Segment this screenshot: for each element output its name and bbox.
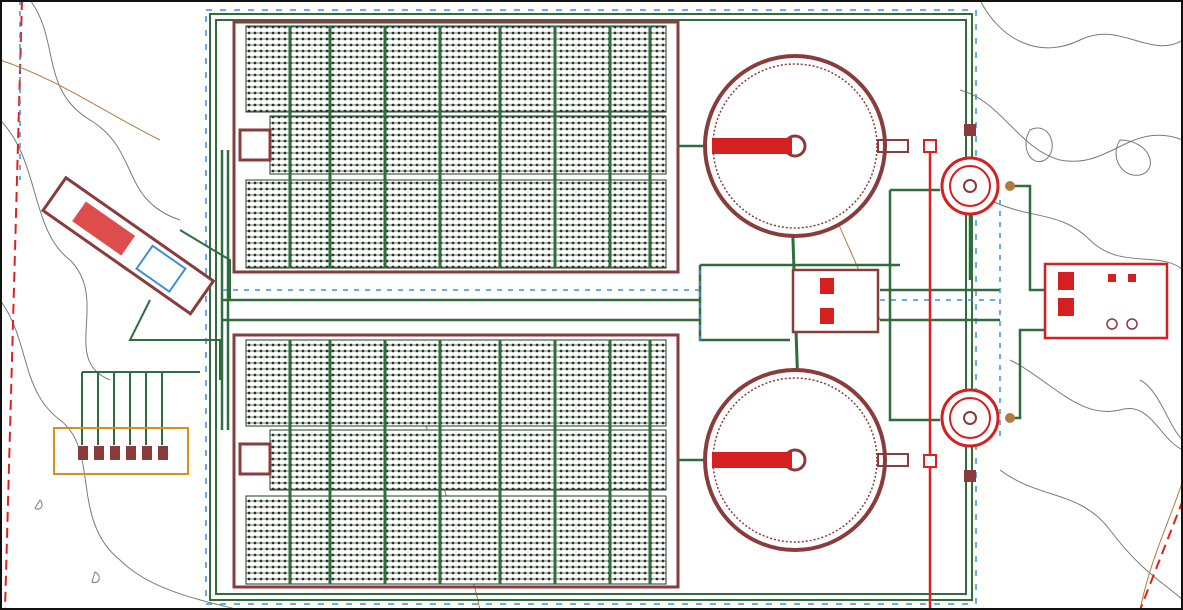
property-boundary-right bbox=[1139, 499, 1183, 610]
basin-grid-middle bbox=[269, 429, 667, 491]
contour-line bbox=[979, 0, 1183, 49]
clarifier-bridge bbox=[712, 138, 792, 154]
digester-south bbox=[940, 388, 1015, 482]
clarifier-icon bbox=[703, 54, 887, 238]
pump-icon bbox=[158, 446, 168, 460]
contour-line bbox=[989, 199, 1183, 271]
contour-line bbox=[0, 119, 111, 381]
property-boundary-left bbox=[4, 0, 23, 610]
junction-box bbox=[923, 139, 937, 153]
contour-line bbox=[1139, 379, 1183, 441]
pump-station bbox=[53, 371, 200, 475]
junction-box bbox=[923, 454, 937, 468]
digester-north bbox=[940, 124, 1015, 216]
basin-inlet-box bbox=[238, 442, 272, 476]
pump-icon bbox=[820, 308, 834, 324]
basin-grid-lower bbox=[245, 495, 667, 585]
perimeter-pipe-blue bbox=[205, 9, 977, 605]
basin-grid-middle bbox=[269, 115, 667, 175]
contour-line bbox=[1139, 479, 1183, 610]
contour-line bbox=[29, 0, 181, 221]
clarifier-south bbox=[703, 368, 909, 552]
pipe-segment bbox=[888, 190, 940, 422]
site-pipe-loop-blue bbox=[205, 9, 977, 605]
pump-icon bbox=[94, 446, 104, 460]
basin-dividers bbox=[288, 26, 652, 584]
aeration-basin-north bbox=[232, 20, 680, 274]
perimeter-pipe bbox=[209, 13, 973, 601]
site-pipe-loop bbox=[209, 13, 973, 601]
pump-icon bbox=[1058, 272, 1074, 290]
contour-line bbox=[34, 499, 43, 510]
basin-grid-upper bbox=[245, 339, 667, 427]
control-building bbox=[1043, 262, 1169, 340]
contour-line bbox=[1115, 139, 1151, 176]
pipe-segment bbox=[128, 299, 221, 380]
headworks-structure bbox=[40, 175, 216, 316]
process-pipes-blue bbox=[19, 0, 1001, 440]
contour-line bbox=[1025, 127, 1053, 163]
perimeter-pipe-inner bbox=[215, 19, 967, 595]
basin-grid-upper bbox=[245, 25, 667, 113]
pipe-segment bbox=[1010, 184, 1045, 292]
pump-icon bbox=[142, 446, 152, 460]
clarifier-bridge bbox=[712, 452, 792, 468]
pump-icon bbox=[126, 446, 136, 460]
pump-icon bbox=[110, 446, 120, 460]
contour-line bbox=[1009, 359, 1183, 451]
headworks-pipes bbox=[128, 229, 231, 380]
blower-building bbox=[791, 268, 880, 334]
pump-icon bbox=[1058, 298, 1074, 316]
aeration-basin-south bbox=[232, 333, 680, 589]
contour-line bbox=[959, 89, 1183, 162]
basin-grid-lower bbox=[245, 179, 667, 269]
pump-icon bbox=[820, 278, 834, 294]
contour-line bbox=[91, 571, 100, 584]
contour-line bbox=[0, 299, 241, 610]
pump-icon bbox=[78, 446, 88, 460]
pipe-segment bbox=[179, 229, 231, 300]
basin-inlet-box bbox=[238, 128, 272, 162]
clarifier-icon bbox=[703, 368, 887, 552]
contour-line bbox=[999, 469, 1183, 601]
clarifier-north bbox=[703, 54, 909, 238]
